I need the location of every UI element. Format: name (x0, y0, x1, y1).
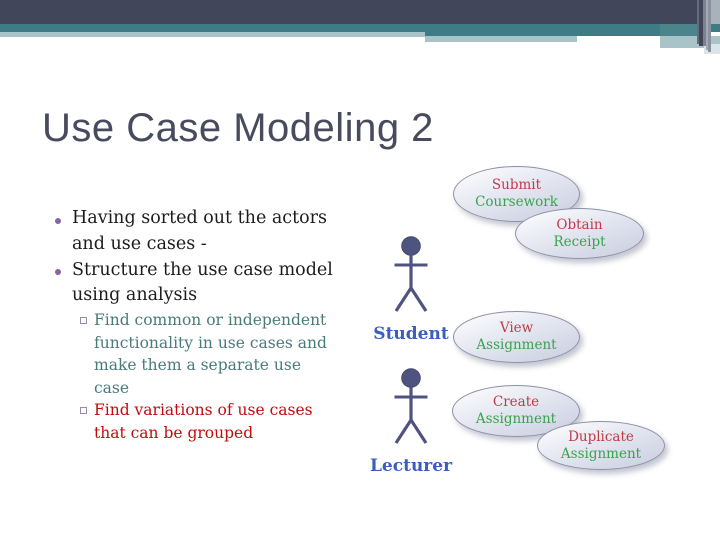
actor-label-lecturer: Lecturer (369, 456, 453, 476)
bullet-line: Having sorted out the actors (72, 208, 328, 228)
use-case-label: Create (492, 394, 540, 410)
sub-bullet-square-icon (80, 407, 87, 414)
sub-bullet-line: case (94, 378, 130, 397)
bullet-line: Structure the use case model (72, 259, 333, 280)
banner-corner-stripe (711, 0, 720, 24)
sub-bullet-line: functionality in use cases and (94, 333, 327, 352)
use-case-label: Receipt (553, 233, 606, 250)
slide-title: Use Case Modeling 2 (42, 106, 434, 150)
use-case-label: Assignment (476, 337, 557, 353)
actor-student (392, 234, 430, 317)
use-case-obtain-receipt: Obtain Receipt (515, 208, 644, 259)
sub-bullet-line: Find variations of use cases (94, 401, 313, 420)
use-case-duplicate-assignment: Duplicate Assignment (537, 421, 665, 470)
banner-corner-stripe (699, 0, 703, 46)
use-case-label: Assignment (475, 411, 557, 427)
banner-bar-light-mid (425, 36, 577, 42)
stick-figure-icon (394, 368, 428, 444)
banner-bar-dark (0, 0, 699, 24)
sub-bullet-list: Find common or independent functionality… (80, 309, 370, 445)
banner-corner-stripe (708, 0, 711, 52)
stick-figure-icon (394, 236, 428, 312)
sub-bullet-square-icon (80, 317, 87, 324)
use-case-label: View (499, 320, 534, 336)
sub-bullet-line: make them a separate use (94, 356, 301, 375)
bullet-list: Having sorted out the actors and use cas… (55, 206, 385, 309)
banner-bar-light-left (0, 32, 425, 37)
use-case-label: Submit (491, 177, 542, 193)
use-case-view-assignment: View Assignment (453, 311, 580, 363)
actor-lecturer (392, 366, 430, 449)
banner-corner-stripe (703, 0, 706, 46)
bullet-line: using analysis (72, 285, 198, 306)
use-case-label: Coursework (475, 194, 558, 210)
sub-bullet-line: Find common or independent (94, 311, 327, 329)
actor-label-student: Student (373, 324, 449, 344)
use-case-label: Duplicate (568, 428, 634, 445)
banner-bar-pale-right (704, 44, 720, 54)
banner-bar-teal (0, 24, 720, 32)
banner-corner-stripe (706, 0, 708, 50)
banner-bar-teal-extension (425, 32, 660, 36)
bullet-dot-icon (55, 269, 61, 275)
use-case-label: Obtain (556, 216, 603, 233)
bullet-line: and use cases - (72, 233, 207, 254)
sub-bullet-line: that can be grouped (94, 423, 254, 442)
banner-corner-stripe (697, 0, 699, 44)
bullet-dot-icon (55, 218, 61, 224)
use-case-label: Assignment (560, 445, 642, 462)
